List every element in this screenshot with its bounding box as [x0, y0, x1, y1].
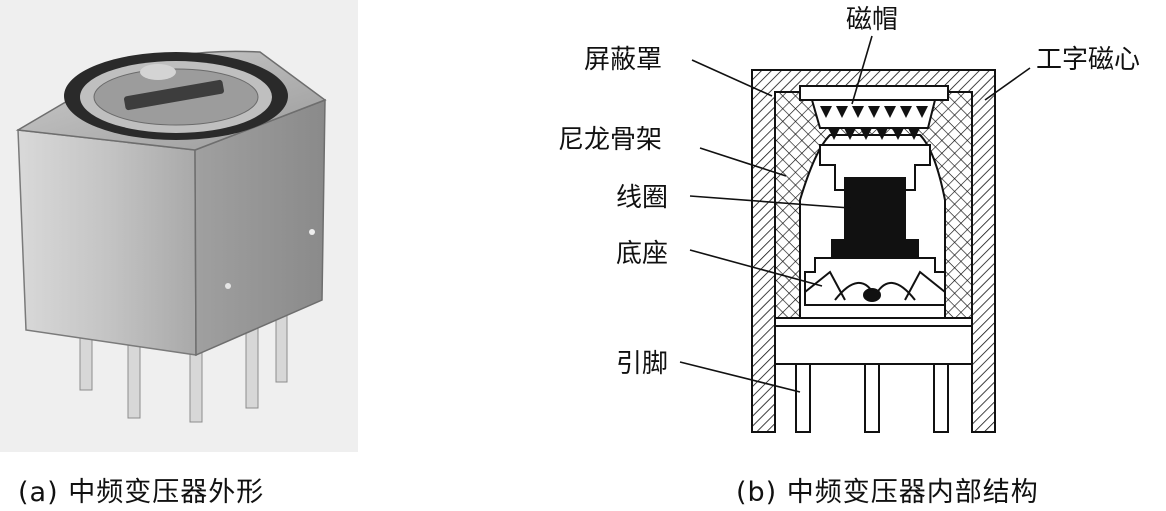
label-magnetic-cap: 磁帽	[846, 5, 898, 35]
leader-coil	[689, 195, 851, 209]
label-base: 底座	[616, 239, 668, 269]
leader-shield	[691, 59, 773, 97]
label-nylon-frame: 尼龙骨架	[558, 125, 662, 155]
magnetic-cap-section	[799, 85, 949, 101]
shield-can-front	[17, 129, 197, 356]
caption-b: (b) 中频变压器内部结构	[736, 477, 1039, 508]
screw-slot	[124, 79, 224, 111]
coil-section	[831, 177, 919, 257]
label-i-core: 工字磁心	[1036, 45, 1140, 75]
leader-pins	[679, 361, 801, 393]
pins-section	[795, 363, 949, 433]
cap-teeth	[820, 106, 928, 140]
leader-i-core	[984, 67, 1031, 101]
base-block	[774, 317, 973, 365]
leader-magnetic-cap	[851, 35, 873, 105]
leader-base	[689, 249, 823, 287]
label-coil: 线圈	[616, 183, 668, 213]
cross-section-diagram	[751, 69, 996, 433]
caption-a: (a) 中频变压器外形	[18, 477, 265, 508]
leader-lines	[679, 35, 1031, 393]
label-shield: 屏蔽罩	[584, 45, 662, 75]
transformer-photo	[0, 0, 358, 452]
label-pins: 引脚	[616, 349, 668, 379]
leader-nylon-frame	[699, 147, 787, 177]
i-core-section	[774, 91, 973, 319]
